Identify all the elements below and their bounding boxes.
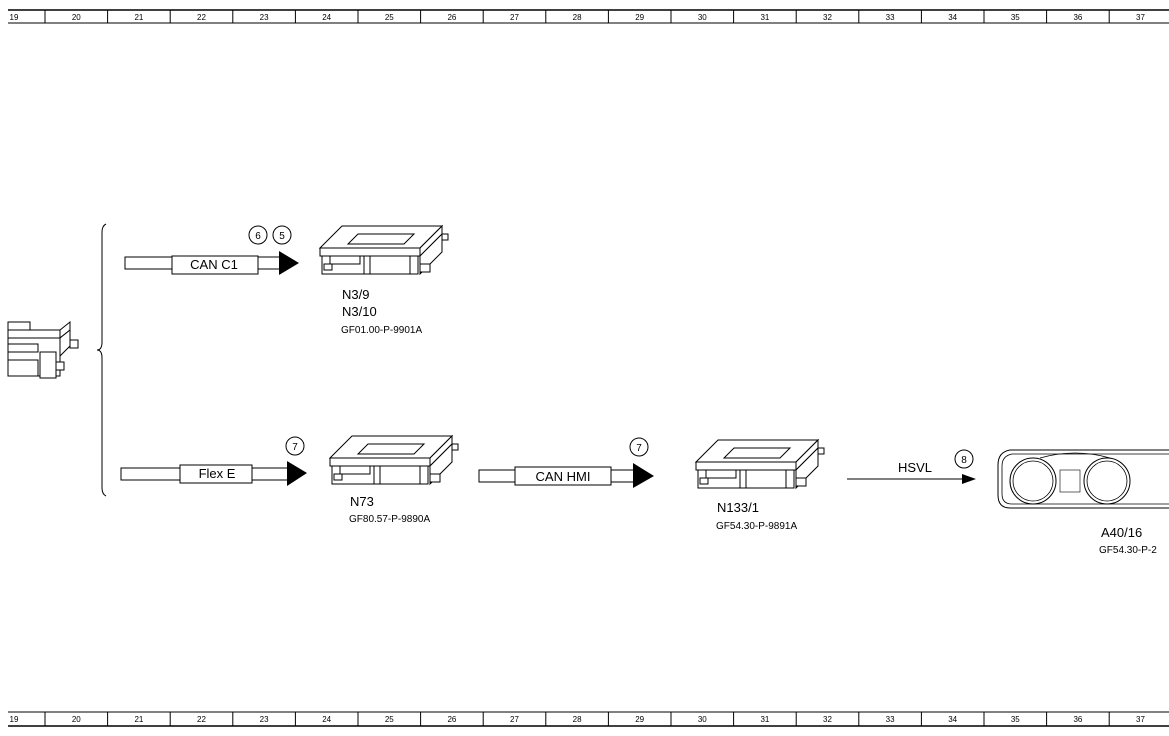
bottom-ruler-number: 25 <box>385 715 394 724</box>
bottom-ruler-number: 36 <box>1073 715 1082 724</box>
callout-8: 8 <box>961 455 967 466</box>
n73-label: N73 <box>350 494 374 509</box>
top-ruler-number: 36 <box>1073 13 1082 22</box>
bottom-ruler-number: 20 <box>72 715 81 724</box>
n133-doc-label: GF54.30-P-9891A <box>716 521 797 532</box>
n133-control-unit: N133/1 GF54.30-P-9891A <box>695 439 825 532</box>
bottom-ruler-number: 31 <box>760 715 769 724</box>
top-ruler-number: 30 <box>698 13 707 22</box>
top-ruler-number: 32 <box>823 13 832 22</box>
can-c1-connection: CAN C1 6 5 <box>124 225 299 275</box>
can-hmi-label: CAN HMI <box>536 469 591 484</box>
bottom-ruler-number: 27 <box>510 715 519 724</box>
top-ruler-number: 23 <box>260 13 269 22</box>
top-ruler-number: 34 <box>948 13 957 22</box>
bottom-ruler-number: 34 <box>948 715 957 724</box>
top-ruler-number: 19 <box>10 13 19 22</box>
bottom-ruler-number: 26 <box>447 715 456 724</box>
can-c1-label: CAN C1 <box>190 257 238 272</box>
n3-doc-label: GF01.00-P-9901A <box>341 325 422 336</box>
bottom-ruler-number: 32 <box>823 715 832 724</box>
bottom-ruler-number: 35 <box>1011 715 1020 724</box>
can-hmi-connection: CAN HMI 7 <box>478 437 654 488</box>
bottom-ruler-number: 19 <box>10 715 19 724</box>
bottom-ruler: 19 20 21 22 23 24 25 26 27 28 29 30 31 32 33 34 35 36 37 <box>8 711 1169 727</box>
flex-e-connection: Flex E 7 <box>120 436 307 486</box>
top-ruler-number: 21 <box>134 13 143 22</box>
bottom-ruler-number: 21 <box>134 715 143 724</box>
top-ruler: 19 20 21 22 23 24 25 26 27 28 29 30 31 32 33 34 35 36 37 <box>8 9 1169 24</box>
top-ruler-number: 20 <box>72 13 81 22</box>
bottom-ruler-number: 24 <box>322 715 331 724</box>
bottom-ruler-number: 37 <box>1136 715 1145 724</box>
top-ruler-number: 22 <box>197 13 206 22</box>
n3-9-label: N3/9 <box>342 287 369 302</box>
hsvl-label: HSVL <box>898 460 932 475</box>
top-ruler-number: 25 <box>385 13 394 22</box>
top-ruler-number: 24 <box>322 13 331 22</box>
bottom-ruler-number: 30 <box>698 715 707 724</box>
callout-5: 5 <box>279 231 285 242</box>
bottom-ruler-number: 33 <box>886 715 895 724</box>
bottom-ruler-number: 23 <box>260 715 269 724</box>
top-ruler-number: 33 <box>886 13 895 22</box>
n3-10-label: N3/10 <box>342 304 377 319</box>
hsvl-connection: HSVL 8 <box>847 449 976 484</box>
n133-label: N133/1 <box>717 500 759 515</box>
bottom-ruler-number: 29 <box>635 715 644 724</box>
callout-7-hmi: 7 <box>636 443 642 454</box>
top-ruler-number: 37 <box>1136 13 1145 22</box>
top-ruler-number: 29 <box>635 13 644 22</box>
bottom-ruler-number: 22 <box>197 715 206 724</box>
top-ruler-number: 27 <box>510 13 519 22</box>
callout-7-flex: 7 <box>292 442 298 453</box>
flex-e-label: Flex E <box>199 466 236 481</box>
bracket <box>96 223 107 497</box>
a40-label: A40/16 <box>1101 525 1142 540</box>
bottom-ruler-number: 28 <box>573 715 582 724</box>
source-control-unit <box>7 320 79 379</box>
instrument-cluster: A40/16 GF54.30-P-2 <box>997 449 1169 556</box>
n73-control-unit: N73 GF80.57-P-9890A <box>329 435 459 525</box>
n3-control-unit: N3/9 N3/10 GF01.00-P-9901A <box>319 225 449 336</box>
callout-6: 6 <box>255 231 261 242</box>
n73-doc-label: GF80.57-P-9890A <box>349 514 430 525</box>
top-ruler-number: 35 <box>1011 13 1020 22</box>
top-ruler-number: 28 <box>573 13 582 22</box>
top-ruler-number: 31 <box>760 13 769 22</box>
a40-doc-label: GF54.30-P-2 <box>1099 545 1157 556</box>
top-ruler-number: 26 <box>447 13 456 22</box>
